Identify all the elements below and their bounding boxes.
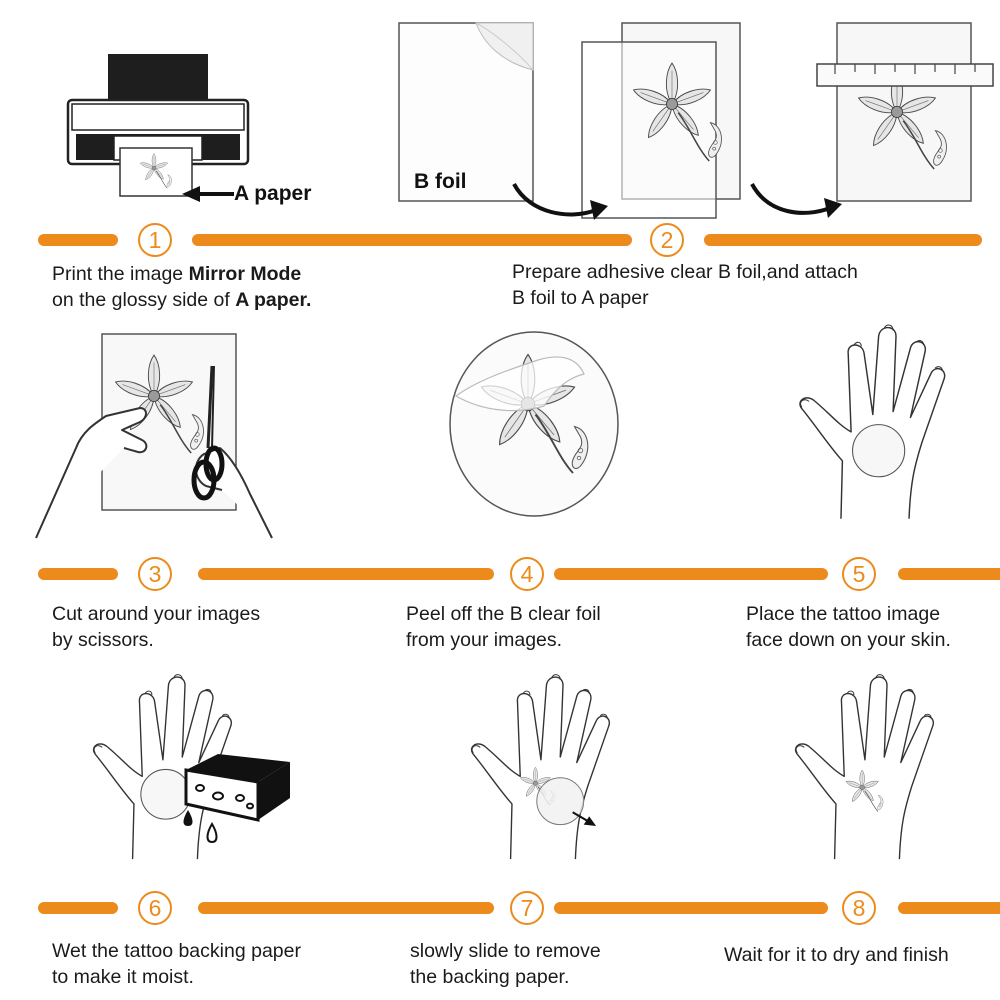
step-2-caption: Prepare adhesive clear B foil,and attach… [512,261,858,309]
sponge-icon [183,754,290,844]
printer-icon [66,54,250,197]
step-8-caption: Wait for it to dry and finish [724,944,949,966]
step-bar [192,234,632,246]
step-bar [898,568,1000,580]
step-4-number: 4 [510,557,544,591]
step-7-caption: slowly slide to remove the backing paper… [410,940,601,988]
step-6-caption: Wet the tattoo backing paper to make it … [52,940,301,988]
hand-icon [470,673,611,860]
water-drop-icon [183,810,218,844]
step-2-number: 2 [650,223,684,257]
b-foil-sheet [398,22,534,202]
arrow-icon [750,182,842,218]
step-bar [38,568,118,580]
a-paper-with-foil [581,22,741,219]
hand-icon [794,673,935,860]
hand-icon [799,324,946,520]
step-6-number: 6 [138,891,172,925]
scissors-icon [191,365,225,501]
step-5-number: 5 [842,557,876,591]
step-bar [198,568,494,580]
step-4-caption: Peel off the B clear foil from your imag… [406,603,601,651]
ruler-on-sheet [816,22,994,202]
step-3-caption: Cut around your images by scissors. [52,603,261,651]
step-bar [38,902,118,914]
step-bar [38,234,118,246]
step-bar [554,568,828,580]
step-bar [554,902,828,914]
a-paper-label: A paper [234,182,312,205]
step-bar [704,234,982,246]
arrow-icon [512,182,608,220]
peel-foil-circle [449,331,619,517]
step-7-number: 7 [510,891,544,925]
step-5-caption: Place the tattoo image face down on your… [746,603,951,651]
step-3-number: 3 [138,557,172,591]
cut-around-image [35,333,273,539]
arrow-icon [182,186,234,202]
b-foil-label: B foil [414,170,467,193]
step-bar [198,902,494,914]
step-bar [898,902,1000,914]
step-1-number: 1 [138,223,172,257]
step-8-number: 8 [842,891,876,925]
step-1-caption: Print the image Mirror Mode on the gloss… [52,263,312,311]
